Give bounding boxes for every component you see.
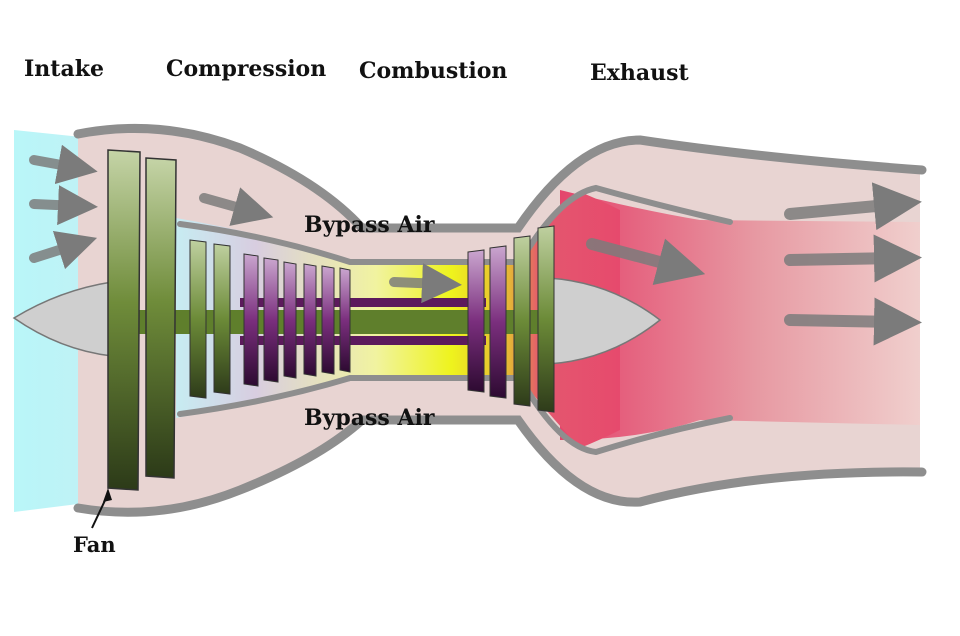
fan-pointer-arrow (91, 488, 112, 529)
bypass-air-label-top: Bypass Air (304, 212, 435, 238)
fan-blades (107, 149, 177, 491)
nacelle-outer-bottom-wall (73, 415, 927, 517)
stage-label-combustion: Combustion (359, 58, 508, 84)
exhaust-plume (560, 190, 920, 440)
lp-compressor-blades (189, 239, 231, 399)
tail-cone (547, 277, 662, 365)
stage-label-compression: Compression (166, 56, 327, 82)
bypass-air-label-bottom: Bypass Air (304, 405, 435, 431)
lp-turbine-blades (513, 225, 555, 413)
nacelle-outer-top-wall (73, 123, 927, 233)
flow-arrows (29, 144, 922, 346)
bypass-splitter-top (177, 184, 733, 265)
stage-label-intake: Intake (24, 56, 104, 82)
inner-shaft-purple (240, 298, 486, 307)
stage-label-exhaust: Exhaust (590, 60, 689, 86)
hp-compressor-blades (243, 253, 351, 387)
hp-turbine-blades (467, 245, 507, 399)
inner-shaft-purple-lower (240, 336, 486, 345)
fan-label: Fan (73, 532, 116, 557)
bypass-splitter-bottom (177, 375, 733, 456)
